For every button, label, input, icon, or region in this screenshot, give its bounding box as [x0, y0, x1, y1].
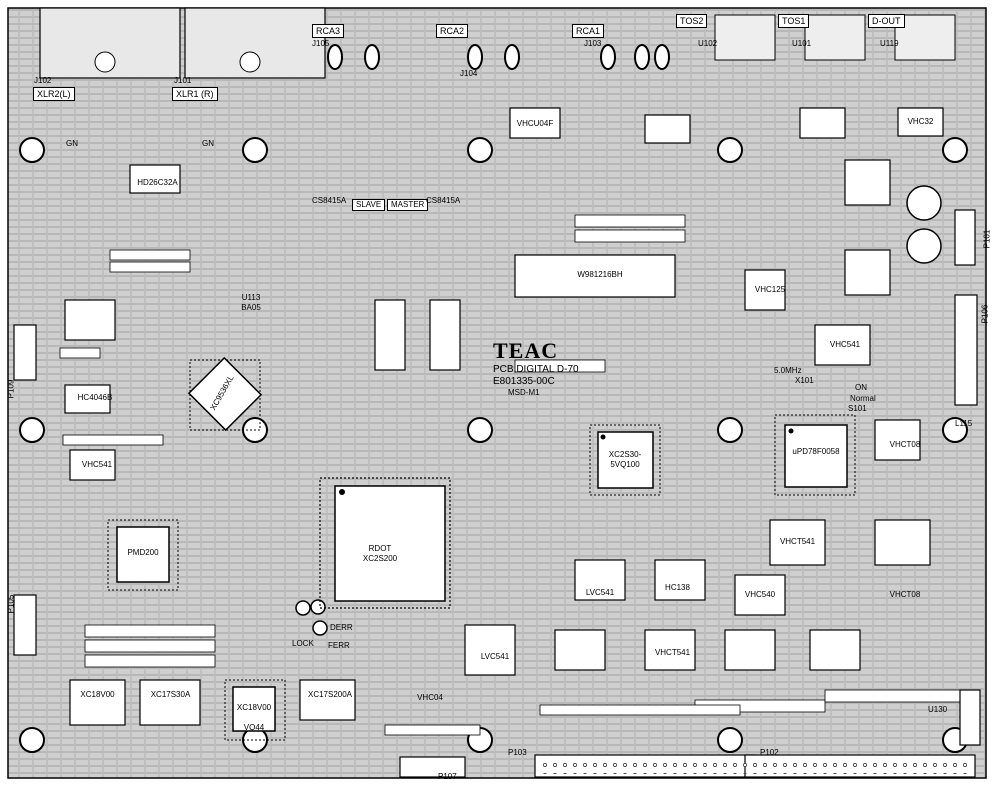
ref-j102: J102	[34, 76, 52, 85]
led-lock-label: LOCK	[292, 639, 314, 648]
ref-u101: U101	[792, 39, 812, 48]
chip-lvc541: LVC541	[585, 588, 615, 597]
switch-normal-label: Normal	[850, 394, 876, 403]
fpga-xc2s30-footprint	[589, 424, 661, 496]
chip-vhc541-b: VHC541	[829, 340, 861, 349]
gn-label-2: GN	[202, 139, 214, 148]
ref-p101: P101	[982, 229, 992, 249]
jumper-master: MASTER	[387, 199, 429, 211]
rca2-label: RCA2	[436, 24, 469, 38]
soic-chips	[64, 107, 944, 726]
electrolytic-capacitors	[295, 185, 942, 636]
chip-vhcu04f: VHCU04F	[516, 119, 554, 128]
chip-vhct08: VHCT08	[889, 440, 921, 449]
xlr-jack-housing-left	[39, 7, 181, 79]
chip-xc2s200: XC2S200	[362, 554, 398, 563]
chip-upd78f0058: uPD78F0058	[792, 447, 840, 456]
chip-xc18v00-a: XC18V00	[80, 690, 115, 699]
board-name: PCB,DIGITAL D-70	[493, 364, 579, 375]
oscillator-frequency: 5.0MHz	[774, 366, 802, 375]
chip-ba05: BA05	[241, 303, 261, 312]
chip-vq44: VQ44	[243, 723, 265, 732]
oscillator-ref: X101	[795, 376, 814, 385]
led-ferr-label: FERR	[328, 641, 350, 650]
chip-vhc32: VHC32	[907, 117, 934, 126]
cpld-xc9536xl-footprint	[187, 356, 263, 432]
switch-ref: S101	[848, 404, 867, 413]
cs8415a-right: CS8415A	[426, 196, 461, 205]
brand-logo: TEAC	[493, 338, 559, 363]
chip-vhc125: VHC125	[754, 285, 786, 294]
ref-j104: J104	[460, 69, 478, 78]
rca3-label: RCA3	[312, 24, 345, 38]
jumper-slave: SLAVE	[352, 199, 386, 211]
chip-vhct541-a: VHCT541	[779, 537, 816, 546]
ref-p103: P103	[508, 748, 527, 757]
chip-u113: U113	[241, 293, 261, 302]
chip-vhc04: VHC04	[417, 693, 443, 702]
chip-lvc541-b: LVC541	[480, 652, 510, 661]
ref-p106: P106	[980, 304, 990, 324]
chip-pmd200: PMD200	[127, 548, 159, 557]
rca1-label: RCA1	[572, 24, 605, 38]
optical-jack-housings	[714, 14, 956, 61]
certification-mark: MSD-M1	[508, 388, 540, 397]
chip-xc17s30a: XC17S30A	[150, 690, 191, 699]
chip-w981216bh: W981216BH	[577, 270, 623, 279]
ref-u102: U102	[698, 39, 718, 48]
xlr2-label: XLR2(L)	[33, 87, 75, 101]
via-field	[540, 758, 970, 774]
ref-u119: U119	[880, 39, 899, 48]
fpga-xc2s200-footprint	[319, 477, 451, 609]
gn-label-1: GN	[66, 139, 78, 148]
ref-j101: J101	[174, 76, 192, 85]
xlr1-label: XLR1 (R)	[172, 87, 218, 101]
mcu-upd78f-footprint	[774, 414, 856, 496]
chip-rdot: RDOT	[368, 544, 392, 553]
board-part-number: E801335-00C	[493, 376, 555, 387]
chip-hc138: HC138	[665, 583, 690, 592]
led-derr-label: DERR	[330, 623, 353, 632]
pmd200-footprint	[107, 519, 179, 591]
ref-u130: U130	[928, 705, 948, 714]
xlr-jack-housing-right	[184, 7, 326, 79]
ref-l115: L115	[955, 419, 973, 428]
prom-xc18v00-footprint	[224, 679, 286, 741]
ref-j103: J103	[584, 39, 602, 48]
chip-xc2s30-sub: 5VQ100	[610, 460, 640, 469]
chip-hc4046b: HC4046B	[77, 393, 113, 402]
chip-hd26c32a: HD26C32A	[137, 178, 178, 187]
ref-p105: P105	[6, 594, 16, 614]
ref-p107: P107	[438, 772, 457, 781]
ref-p102: P102	[760, 748, 779, 757]
tos2-label: TOS2	[676, 14, 708, 28]
ref-p109: P109	[6, 379, 16, 399]
switch-on-label: ON	[855, 383, 867, 392]
sdram-w981216bh-footprint	[514, 254, 676, 298]
chip-xc18v00-b: XC18V00	[236, 703, 272, 712]
smd-component-rows	[59, 214, 966, 736]
ref-j105: J105	[312, 39, 330, 48]
chip-xc2s30: XC2S30-	[608, 450, 642, 459]
chip-vhc540: VHC540	[744, 590, 776, 599]
tos1-label: TOS1	[778, 14, 810, 28]
chip-vhct08-b: VHCT08	[889, 590, 921, 599]
rca-jack-footprints	[327, 44, 670, 70]
dout-label: D-OUT	[868, 14, 905, 28]
chip-xc17s200a: XC17S200A	[307, 690, 353, 699]
chip-vhc541-a: VHC541	[81, 460, 113, 469]
chip-vhct541-b: VHCT541	[654, 648, 691, 657]
cs8415a-left: CS8415A	[312, 196, 347, 205]
